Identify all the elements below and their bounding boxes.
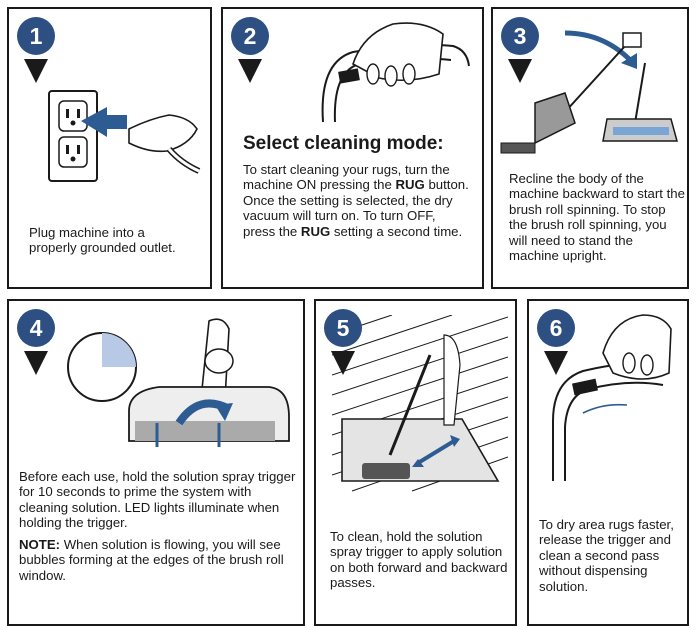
step-3-text: Recline the body of the machine backward… (509, 171, 685, 264)
step-3-arrow-icon (508, 59, 532, 83)
recline-machine-illustration (500, 30, 678, 154)
step-2-badge: 2 (231, 17, 269, 55)
step-6-arrow-icon (544, 351, 568, 375)
step-3-badge: 3 (501, 17, 539, 55)
step-2-text-b: button. Once the setting is selected, th… (243, 177, 469, 239)
step-2-arrow-icon (238, 59, 262, 83)
step-2-text-a: To start cleaning your rugs, turn the ma… (243, 162, 450, 193)
step-4-note-label: NOTE: (19, 537, 61, 552)
step-1-arrow-icon (24, 59, 48, 83)
step-6-text: To dry area rugs faster, release the tri… (539, 517, 674, 594)
step-2-panel: 2 Select cleaning mode: To start cleanin… (221, 7, 484, 289)
timer-10-seconds-icon (67, 332, 137, 402)
step-2-text: To start cleaning your rugs, turn the ma… (243, 162, 471, 239)
step-4-text: Before each use, hold the solution spray… (19, 469, 296, 531)
step-1-badge: 1 (17, 17, 55, 55)
step-2-title: Select cleaning mode: (243, 133, 444, 154)
step-3-panel: 3 Recline the body of the machine backwa… (491, 7, 689, 289)
step-2-text-c: setting a second time. (330, 223, 463, 239)
step-5-badge: 5 (324, 309, 362, 347)
step-4-arrow-icon (24, 351, 48, 375)
step-6-badge: 6 (537, 309, 575, 347)
step-4-badge: 4 (17, 309, 55, 347)
rug-button-handle-illustration (321, 22, 470, 123)
step-5-arrow-icon (331, 351, 355, 375)
step-2-rug-bold-a: RUG (395, 177, 425, 193)
step-4-note-text: When solution is flowing, you will see b… (19, 537, 284, 583)
step-1-text: Plug machine into a properly grounded ou… (29, 225, 176, 256)
step-2-rug-bold-b: RUG (300, 223, 331, 239)
step-6-panel: 6 To dry area rugs faster, release the t… (527, 299, 689, 626)
step-1-panel: 1 Plug machine into a properly grounded … (7, 7, 212, 289)
outlet-plug-illustration (48, 90, 201, 182)
rug-cleaning-floor-illustration (332, 315, 508, 505)
step-4-note: NOTE: When solution is flowing, you will… (19, 537, 297, 583)
step-5-panel: 5 To clean, hold the solution spray trig… (314, 299, 517, 626)
step-5-text: To clean, hold the solution spray trigge… (330, 529, 508, 591)
brush-roll-spray-illustration (128, 318, 290, 447)
step-4-panel: 4 Before each use, hold the solution spr… (7, 299, 305, 626)
trigger-release-illustration (552, 314, 672, 481)
